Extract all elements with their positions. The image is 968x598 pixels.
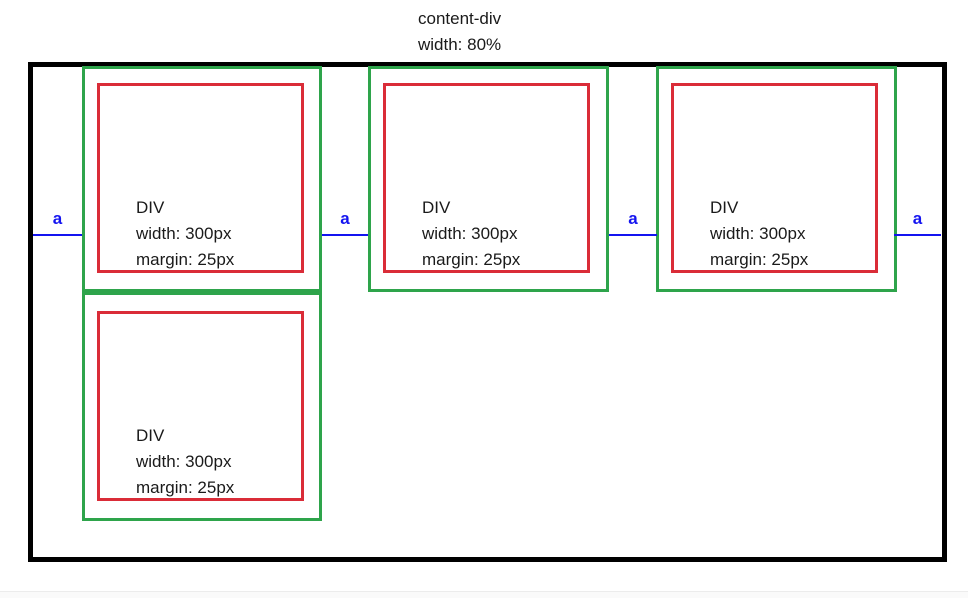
div-label-line: DIV bbox=[136, 198, 165, 217]
div-label-line: DIV bbox=[422, 198, 451, 217]
margin-box-1: DIV width: 300px margin: 25px bbox=[82, 66, 322, 292]
div-box-1-label: DIV width: 300px margin: 25px bbox=[136, 195, 234, 273]
div-width-line: width: 300px bbox=[422, 224, 518, 243]
div-box-1 bbox=[97, 83, 304, 273]
div-box-3 bbox=[671, 83, 878, 273]
div-width-line: width: 300px bbox=[136, 224, 232, 243]
div-box-3-label: DIV width: 300px margin: 25px bbox=[710, 195, 808, 273]
div-width-line: width: 300px bbox=[136, 452, 232, 471]
margin-marker-2-label: a bbox=[340, 209, 350, 228]
div-box-4-label: DIV width: 300px margin: 25px bbox=[136, 423, 234, 501]
content-div-outline bbox=[28, 62, 947, 562]
margin-marker-3: a bbox=[609, 206, 657, 236]
div-box-2 bbox=[383, 83, 590, 273]
div-label-line: DIV bbox=[136, 426, 165, 445]
margin-marker-3-label: a bbox=[628, 209, 638, 228]
margin-marker-4: a bbox=[894, 206, 941, 236]
bottom-separator bbox=[0, 591, 968, 598]
margin-marker-1-label: a bbox=[52, 209, 63, 228]
margin-marker-4-label: a bbox=[912, 209, 923, 228]
div-width-line: width: 300px bbox=[710, 224, 806, 243]
margin-box-2: DIV width: 300px margin: 25px bbox=[368, 66, 609, 292]
div-margin-line: margin: 25px bbox=[422, 250, 521, 269]
caption-title: content-div bbox=[418, 9, 502, 28]
margin-box-4: DIV width: 300px margin: 25px bbox=[82, 292, 322, 521]
caption-width: width: 80% bbox=[418, 35, 502, 54]
div-margin-line: margin: 25px bbox=[136, 478, 235, 497]
div-margin-line: margin: 25px bbox=[710, 250, 809, 269]
content-div-caption: content-div width: 80% bbox=[418, 6, 501, 58]
div-box-2-label: DIV width: 300px margin: 25px bbox=[422, 195, 520, 273]
div-box-4 bbox=[97, 311, 304, 501]
margin-marker-1: a bbox=[33, 206, 82, 236]
div-margin-line: margin: 25px bbox=[136, 250, 235, 269]
div-label-line: DIV bbox=[710, 198, 739, 217]
margin-marker-2: a bbox=[322, 206, 368, 236]
margin-box-3: DIV width: 300px margin: 25px bbox=[656, 66, 897, 292]
